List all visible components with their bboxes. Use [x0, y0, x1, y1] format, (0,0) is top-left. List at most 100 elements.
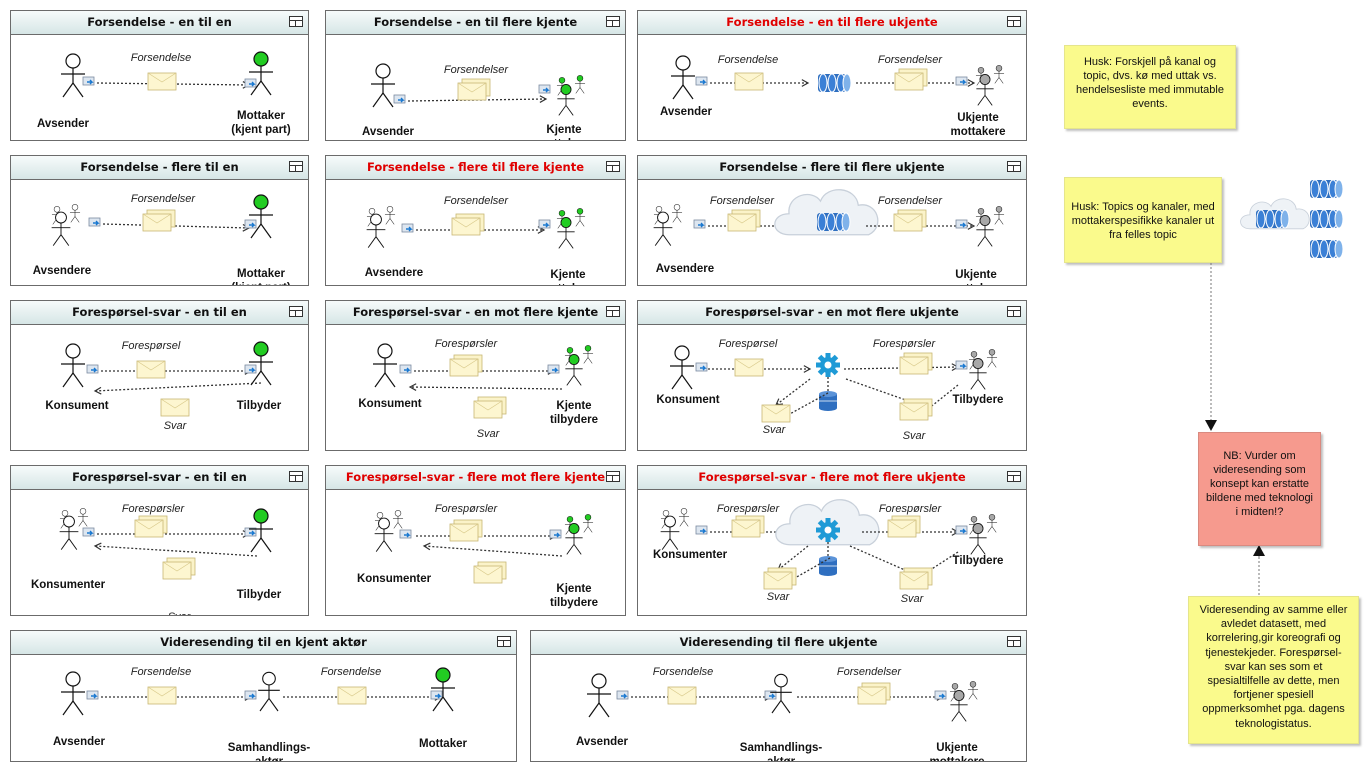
- actor-icon: [565, 354, 583, 386]
- panel-foresporsel-en-mot-flere-kjente: Forespørsel-svar - en mot flere kjente F…: [325, 300, 626, 451]
- diagram-icon[interactable]: [606, 161, 620, 172]
- dotted-flow-line: [631, 693, 773, 701]
- actor-group-icon: [374, 510, 404, 552]
- right-actor-label: Tilbydere: [953, 555, 1004, 567]
- panel-foresporsel-flere-mot-flere-kjente: Forespørsel-svar - flere mot flere kjent…: [325, 465, 626, 616]
- left-actor-label: Avsender: [660, 106, 713, 118]
- dotted-flow-line: [408, 383, 563, 391]
- right-actor-label: Kjentemottakere: [537, 124, 592, 140]
- diagram-icon[interactable]: [289, 161, 303, 172]
- actor-icon: [660, 515, 680, 550]
- envelope-icon: [761, 404, 791, 423]
- diagram-icon[interactable]: [1007, 306, 1021, 317]
- actor-icon: [969, 523, 987, 555]
- actor-icon: [770, 673, 792, 714]
- actor-group-icon: [660, 508, 690, 550]
- small-actor-icon: [582, 514, 594, 533]
- diagram-icon[interactable]: [1007, 16, 1021, 27]
- actor-icon: [565, 523, 583, 555]
- left-actor-label: Avsender: [37, 118, 90, 130]
- panel-foresporsel-en-mot-flere-ukjente: Forespørsel-svar - en mot flere ukjente …: [637, 300, 1027, 451]
- right-actor-label: Mottaker(kjent part): [231, 110, 291, 136]
- diagram-icon[interactable]: [1007, 471, 1021, 482]
- actor-icon: [249, 194, 273, 239]
- dotted-flow-line: [97, 530, 251, 538]
- port-icon: [955, 76, 968, 86]
- panel-foresporsel-flere-mot-flere-ukjente: Forespørsel-svar - flere mot flere ukjen…: [637, 465, 1027, 616]
- panel-foresporsel-flere-til-en: Forespørsel-svar - en til en Forespørsle…: [10, 465, 309, 616]
- diagram-icon[interactable]: [606, 306, 620, 317]
- small-actor-icon: [574, 208, 586, 227]
- port-icon: [401, 223, 414, 233]
- actor-group-icon: [975, 206, 1005, 247]
- panel-title: Forsendelse - flere til flere kjente: [326, 156, 625, 180]
- actor-group-icon: [51, 204, 81, 246]
- small-actor-icon: [582, 345, 594, 364]
- envelopes-icon: [893, 209, 927, 232]
- queue-icon: [1310, 209, 1344, 229]
- actor-icon: [431, 667, 455, 712]
- dotted-flow-line: [856, 79, 976, 87]
- diagram-icon[interactable]: [289, 306, 303, 317]
- actor-icon: [950, 690, 968, 722]
- dotted-flow-line: [775, 378, 811, 406]
- left-actor-label: Konsument: [656, 394, 719, 406]
- diagram-icon[interactable]: [1007, 161, 1021, 172]
- gear-icon: [816, 518, 840, 542]
- actor-icon: [61, 343, 85, 388]
- left-actor-label: Konsumenter: [653, 549, 728, 561]
- small-actor-icon: [77, 508, 89, 527]
- middle-actor-label: Samhandlings-aktør: [740, 742, 823, 761]
- left-actor-label: Konsument: [45, 400, 108, 412]
- envelopes-icon: [142, 209, 176, 232]
- actor-group-icon: [59, 508, 89, 550]
- port-icon: [399, 529, 412, 539]
- diagram-icon[interactable]: [606, 16, 620, 27]
- diagram-icon[interactable]: [497, 636, 511, 647]
- message-label: Forsendelse: [321, 666, 382, 678]
- dotted-flow-line: [927, 384, 959, 410]
- small-actor-icon: [574, 75, 586, 94]
- diagram-icon[interactable]: [606, 471, 620, 482]
- left-actor-label: Avsendere: [365, 267, 423, 279]
- diagram-icon[interactable]: [289, 16, 303, 27]
- envelopes-icon: [887, 515, 921, 538]
- port-icon: [695, 362, 708, 372]
- right-actor-label: Tilbyder: [237, 589, 282, 601]
- panel-videresending-kjent: Videresending til en kjent aktør Forsend…: [10, 630, 517, 762]
- message-label: Forsendelser: [710, 195, 776, 207]
- diagram-icon[interactable]: [1007, 636, 1021, 647]
- small-actor-icon: [986, 349, 998, 368]
- envelopes-icon: [449, 354, 483, 377]
- small-actor-icon: [986, 514, 998, 533]
- message-label: Forsendelser: [878, 54, 944, 66]
- actor-icon: [59, 515, 79, 550]
- left-actor-label: Konsument: [358, 398, 421, 410]
- actor-group-icon: [556, 208, 586, 249]
- panel-title: Videresending til en kjent aktør: [11, 631, 516, 655]
- port-icon: [695, 525, 708, 535]
- envelope-icon: [667, 686, 697, 705]
- port-icon: [244, 219, 257, 229]
- port-icon: [244, 690, 257, 700]
- queue-icon: [1256, 209, 1290, 229]
- panel-forsendelse-flere-til-flere-ukjente: Forsendelse - flere til flere ukjente Fo…: [637, 155, 1027, 286]
- message-label: Forsendelser: [444, 64, 510, 76]
- port-icon: [86, 690, 99, 700]
- diagram-icon[interactable]: [289, 471, 303, 482]
- dotted-flow-line: [414, 367, 556, 375]
- message-label: Svar: [763, 424, 787, 436]
- middle-actor-label: Samhandlings-aktør: [228, 742, 311, 761]
- actor-icon: [653, 211, 673, 246]
- panel-title: Forespørsel-svar - en mot flere kjente: [326, 301, 625, 325]
- dotted-flow-line: [777, 545, 809, 571]
- panel-title: Forsendelse - en til flere kjente: [326, 11, 625, 35]
- actor-group-icon: [556, 75, 586, 116]
